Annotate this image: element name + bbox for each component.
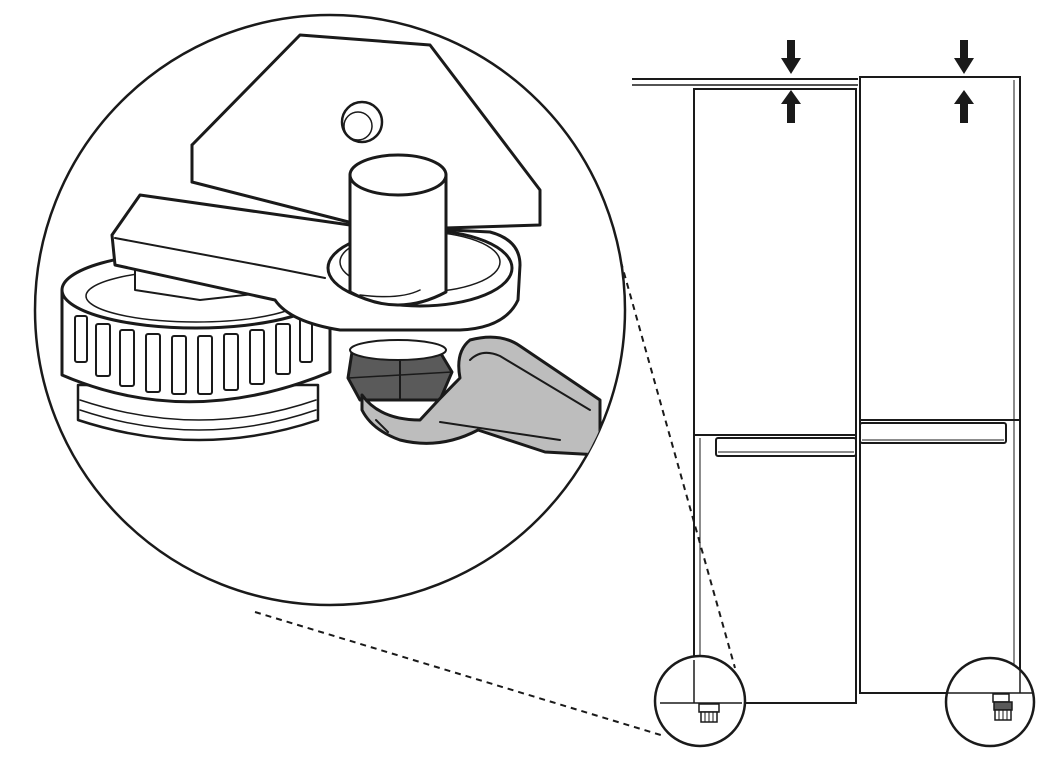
- left-door-handle: [715, 437, 857, 457]
- left-up-arrow-icon: [781, 90, 801, 123]
- adjust-nut: [346, 339, 454, 402]
- hinge-hole-icon: [340, 100, 384, 144]
- zoom-leader-lines: [254, 229, 736, 737]
- right-foot-callout: [944, 656, 1036, 748]
- left-door: [693, 88, 857, 704]
- magnified-view: [33, 13, 627, 607]
- right-foot-icon: [992, 693, 1010, 703]
- left-foot-callout: [653, 654, 747, 748]
- hinge-plate: [190, 33, 542, 232]
- right-down-arrow-icon: [954, 40, 974, 74]
- gap-arrows: [781, 40, 974, 123]
- hinge-pin: [348, 153, 448, 307]
- reference-top-line: [632, 78, 858, 86]
- left-foot-icon: [698, 703, 720, 713]
- right-door-handle: [859, 422, 1007, 444]
- right-up-arrow-icon: [954, 90, 974, 123]
- left-down-arrow-icon: [781, 40, 801, 74]
- refrigerator: [632, 76, 1021, 704]
- right-door: [859, 76, 1021, 694]
- wrench: [360, 335, 602, 457]
